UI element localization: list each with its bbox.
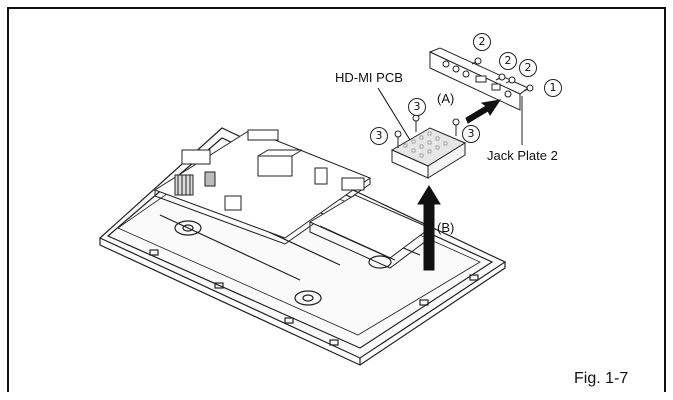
figure-caption: Fig. 1-7 [574,370,629,387]
callout-2-mid: 2 [499,52,517,70]
hdmi-pcb-leader [377,87,411,141]
jack-plate-label: Jack Plate 2 [487,148,558,163]
figure-frame [7,7,666,392]
screw-icon [471,57,482,65]
arrow-b-label: (B) [437,220,455,235]
arrow-a [465,99,502,124]
screw-icon [394,130,402,148]
callout-2-right: 2 [519,59,537,77]
screw-icon [452,118,460,136]
arrow-b [417,185,441,271]
screws [394,57,534,148]
screw-icon [495,73,506,81]
screw-icon [412,114,420,132]
callout-1: 1 [544,79,562,97]
heatsink [174,174,194,196]
callout-3-left: 3 [370,127,388,145]
callout-2-top: 2 [473,33,491,51]
callout-3-top: 3 [408,98,426,116]
arrow-a-label: (A) [437,91,455,106]
hdmi-pcb-shield [390,127,467,179]
screw-icon [505,76,516,84]
main-pcb [153,129,372,245]
callout-3-right: 3 [462,125,480,143]
jack-plate-2 [428,47,529,145]
screw-icon [523,84,534,92]
hdmi-pcb-label: HD-MI PCB [335,70,403,85]
